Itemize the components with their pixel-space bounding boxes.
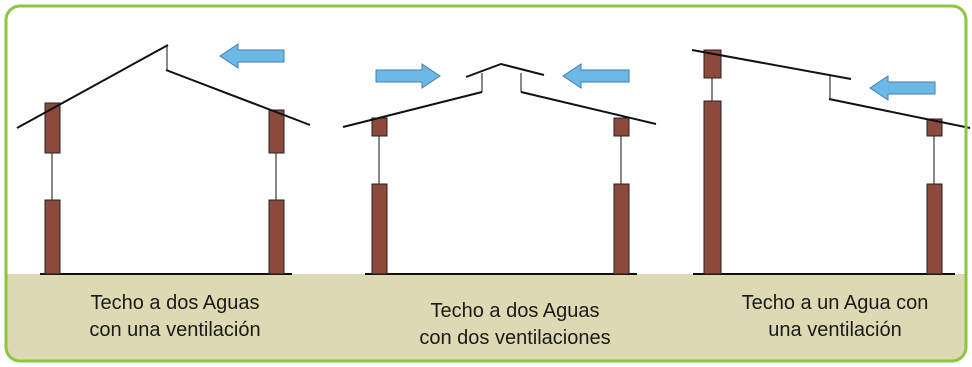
arrow-left-icon (869, 75, 936, 101)
wall-post (44, 199, 61, 275)
wall-post (371, 117, 388, 137)
caption-line-1: Techo a dos Aguas (90, 292, 260, 314)
arrow-right-icon (375, 63, 441, 89)
caption-gable-two-vents: Techo a dos Aguas con dos ventilaciones (395, 298, 635, 352)
ground-band (6, 274, 966, 361)
roof-line (165, 69, 311, 126)
roof-line (828, 98, 971, 129)
house-shed-one-vent (691, 49, 971, 275)
arrow-left-icon (562, 63, 630, 89)
wall-post (613, 183, 630, 275)
caption-gable-one-vent: Techo a dos Aguas con una ventilación (60, 290, 290, 344)
roof-line (691, 49, 852, 80)
roof-line (342, 91, 483, 128)
roof-line (16, 44, 169, 129)
caption-line-2: con una ventilación (89, 319, 261, 341)
house-gable-one-vent (16, 43, 311, 275)
arrow-left-icon (219, 43, 285, 69)
caption-line-2: una ventilación (768, 319, 902, 341)
wall-post (268, 109, 285, 154)
roof-line (520, 91, 657, 125)
wall-post (703, 100, 722, 275)
frame-border (4, 4, 968, 363)
caption-line-2: con dos ventilaciones (419, 327, 611, 349)
wall-post (371, 183, 388, 275)
caption-line-1: Techo a un Agua con (741, 292, 929, 314)
caption-shed-one-vent: Techo a un Agua con una ventilación (715, 290, 955, 344)
ridge-cap (465, 62, 545, 78)
wall-post (268, 199, 285, 275)
wall-post (926, 183, 943, 275)
caption-line-1: Techo a dos Aguas (430, 300, 600, 322)
house-gable-two-vents (342, 62, 657, 275)
wall-post (613, 117, 630, 137)
